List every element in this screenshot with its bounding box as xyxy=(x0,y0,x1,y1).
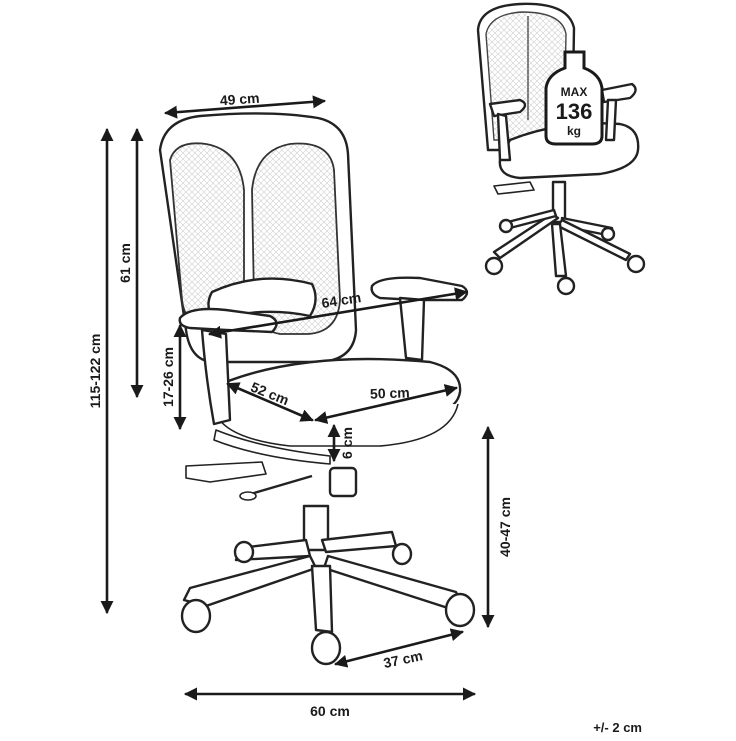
armrest-height-label: 17-26 cm xyxy=(160,347,176,407)
badge-unit-text: kg xyxy=(567,124,581,138)
seat-width-dimension-line xyxy=(314,384,458,424)
seat-depth-dimension-line xyxy=(226,382,314,422)
dimension-lines xyxy=(100,95,495,701)
main-chair-illustration xyxy=(158,112,476,666)
width-dimension-line xyxy=(164,95,326,119)
total-height-label: 115-122 cm xyxy=(87,334,103,409)
badge-max-text: MAX xyxy=(561,85,588,99)
backrest-height-label: 61 cm xyxy=(117,243,133,283)
max-weight-badge: MAX 136 kg xyxy=(544,50,604,146)
small-chair-illustration xyxy=(476,2,646,296)
armrest-span-dimension-line xyxy=(208,287,468,339)
badge-weight-value: 136 xyxy=(556,99,593,124)
seat-width-label: 50 cm xyxy=(370,384,410,401)
width-label: 49 cm xyxy=(219,90,260,109)
base-width-label: 60 cm xyxy=(310,703,350,719)
caster-spacing-dimension-line xyxy=(334,628,464,668)
tolerance-note: +/- 2 cm xyxy=(593,720,642,735)
seat-thickness-label: 6 cm xyxy=(339,427,355,459)
armrest-span-label: 64 cm xyxy=(320,289,362,311)
seat-height-label: 40-47 cm xyxy=(497,497,513,557)
